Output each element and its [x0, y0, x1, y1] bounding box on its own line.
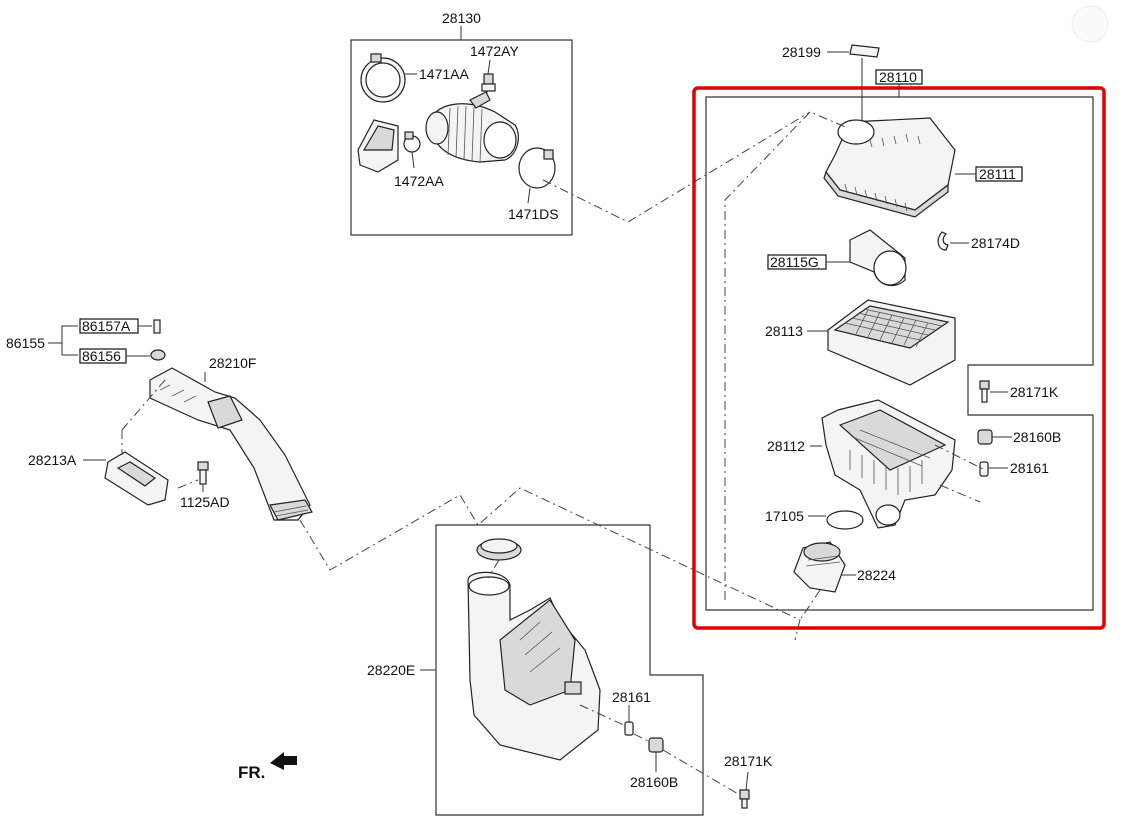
label-28210f[interactable]: 28210F — [209, 355, 256, 371]
label-28161-a[interactable]: 28161 — [1010, 460, 1049, 476]
label-86157a[interactable]: 86157A — [82, 318, 131, 334]
label-1471aa[interactable]: 1471AA — [419, 66, 469, 82]
label-28161-b[interactable]: 28161 — [612, 689, 651, 705]
label-28160b-a[interactable]: 28160B — [1013, 429, 1061, 445]
label-28171k-a[interactable]: 28171K — [1010, 384, 1059, 400]
resonator-part[interactable] — [357, 119, 399, 173]
label-28110[interactable]: 28110 — [879, 69, 917, 85]
air-cleaner-cover-part[interactable] — [823, 117, 956, 218]
pin-28161-a-part[interactable] — [979, 461, 989, 477]
cap-part[interactable] — [476, 538, 522, 561]
label-1472aa[interactable]: 1472AA — [394, 173, 444, 189]
label-28115g[interactable]: 28115G — [770, 254, 819, 270]
air-filter-element-part[interactable] — [827, 299, 956, 386]
label-28220e[interactable]: 28220E — [367, 662, 415, 678]
intake-hose-group: 28130 1471AA 1472AY — [350, 10, 573, 236]
duct-28115g-part[interactable] — [849, 229, 907, 287]
air-cleaner-frame — [705, 96, 1094, 611]
front-label: FR. — [238, 763, 265, 782]
label-28130[interactable]: 28130 — [442, 10, 481, 26]
label-1125ad[interactable]: 1125AD — [180, 494, 230, 510]
label-86155[interactable]: 86155 — [6, 335, 45, 351]
clamp-1472aa-part[interactable] — [403, 131, 421, 153]
front-duct-group: 86155 86157A 86156 28210F 28213A — [6, 318, 313, 521]
air-duct-28210f-part[interactable] — [149, 367, 313, 521]
air-cleaner-assembly: 28110 28111 28174D 28115G — [692, 69, 1106, 630]
lower-resonator-frame — [435, 524, 704, 816]
label-28174d[interactable]: 28174D — [971, 235, 1020, 251]
lower-resonator-group: 28220E 28161 28160B 28171K — [367, 524, 773, 816]
label-28111[interactable]: 28111 — [979, 166, 1016, 182]
label-1471ds[interactable]: 1471DS — [508, 206, 559, 222]
bolt-28171k-a-part[interactable] — [979, 380, 990, 403]
clip-28174d-part[interactable] — [937, 231, 949, 251]
pin-28161-b-part[interactable] — [624, 721, 634, 736]
bolt-28171k-b-part[interactable] — [739, 789, 750, 809]
air-cleaner-body-part[interactable] — [821, 399, 956, 529]
resonator-28220e-part[interactable] — [467, 571, 601, 761]
label-tag-28199-part[interactable] — [849, 44, 880, 58]
label-28113[interactable]: 28113 — [765, 323, 803, 339]
pin-86157a-part[interactable] — [153, 319, 161, 334]
boot-28224-part[interactable] — [793, 541, 846, 593]
bracket-28213a-part[interactable] — [104, 451, 169, 506]
front-direction-marker: FR. — [238, 752, 297, 782]
label-28213a[interactable]: 28213A — [28, 452, 77, 468]
label-17105[interactable]: 17105 — [765, 508, 804, 524]
label-28199[interactable]: 28199 — [782, 44, 821, 60]
front-arrow-icon — [270, 752, 297, 770]
label-28112[interactable]: 28112 — [767, 438, 805, 454]
fastener-86156-part[interactable] — [150, 349, 166, 361]
label-28160b-b[interactable]: 28160B — [630, 774, 678, 790]
label-28171k-b[interactable]: 28171K — [724, 753, 773, 769]
connection-lines — [299, 111, 821, 641]
corner-circle-icon — [1071, 5, 1109, 43]
grommet-28160b-a-part[interactable] — [977, 429, 993, 445]
label-28224[interactable]: 28224 — [857, 567, 896, 583]
grommet-28160b-b-part[interactable] — [648, 737, 664, 753]
clamp-1471aa-part[interactable] — [360, 53, 406, 103]
label-1472ay[interactable]: 1472AY — [470, 43, 519, 59]
intake-hose-part[interactable] — [425, 91, 519, 163]
clamp-1471ds-part[interactable] — [518, 147, 556, 189]
label-86156[interactable]: 86156 — [82, 348, 121, 364]
bolt-1125ad-part[interactable] — [197, 461, 209, 485]
oring-17105-part[interactable] — [826, 510, 864, 530]
